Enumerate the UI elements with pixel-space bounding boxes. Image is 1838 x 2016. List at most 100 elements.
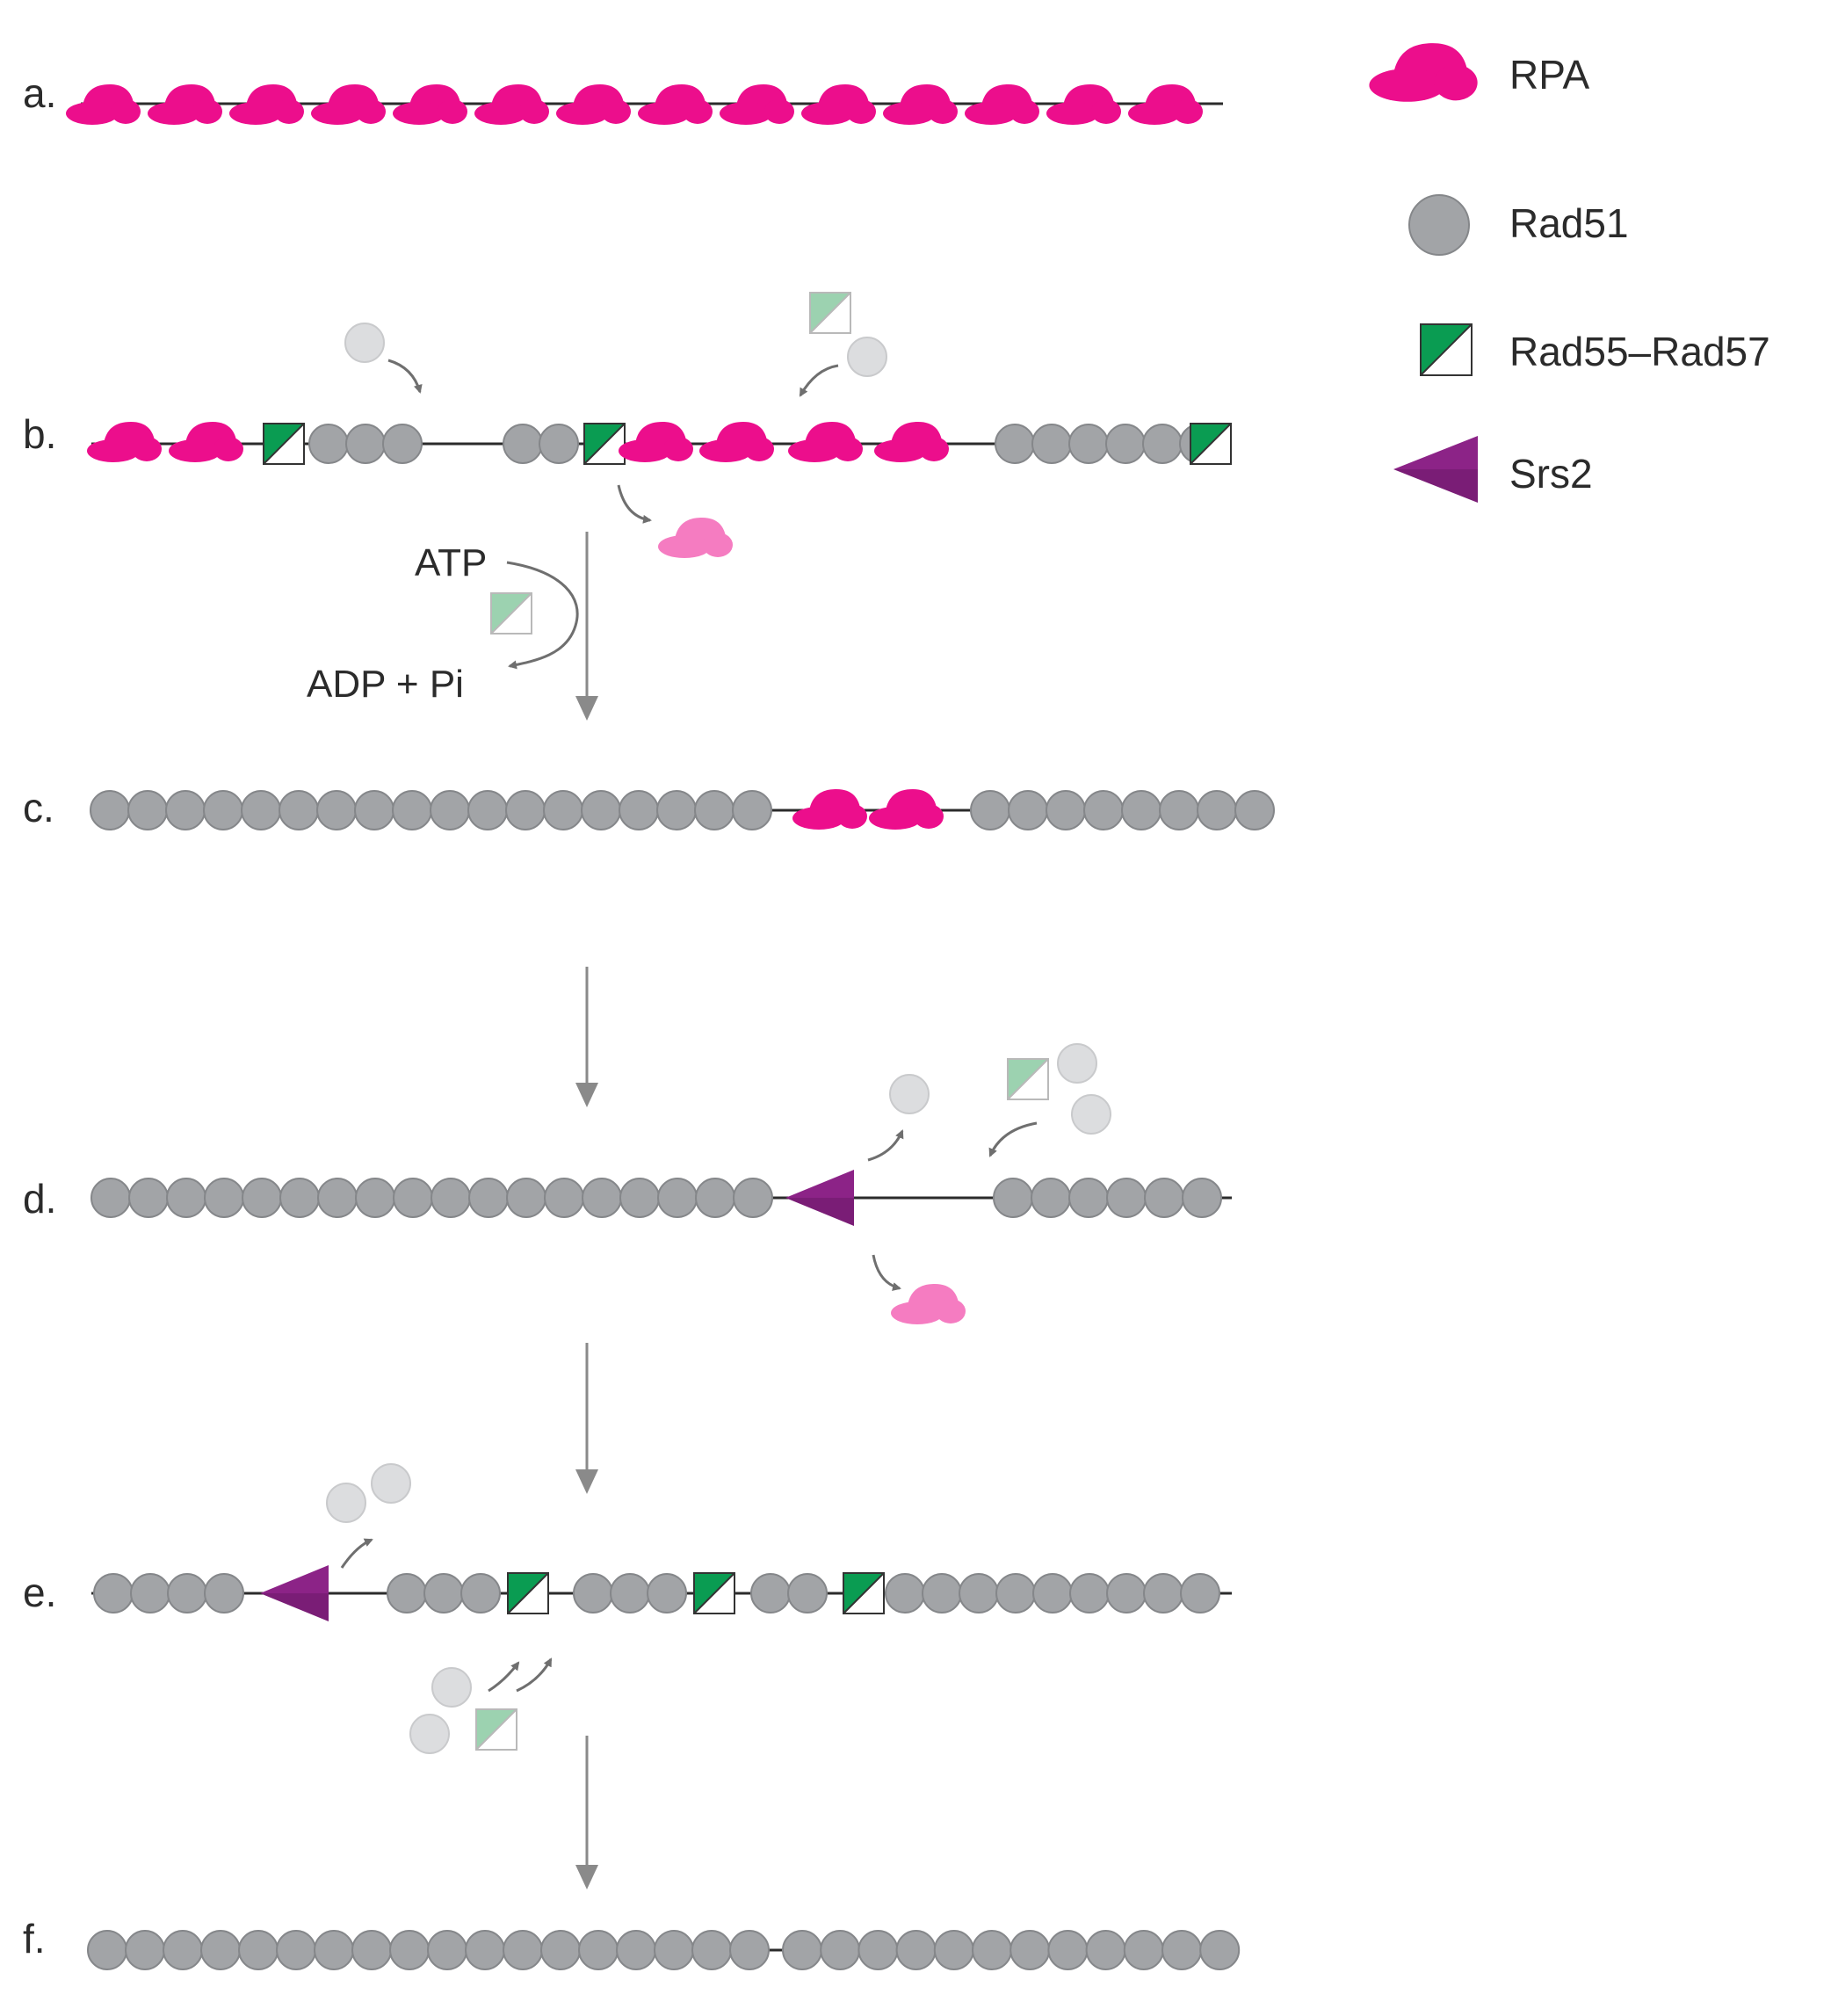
rad51-protein <box>1105 424 1146 464</box>
rpa-protein <box>788 422 863 462</box>
rpa-lobe <box>663 437 693 461</box>
free-rad51-protein <box>1057 1043 1097 1084</box>
rad51-protein <box>200 1930 241 1970</box>
rpa-lobe <box>148 102 200 125</box>
rad55-rad57-complex <box>843 1572 885 1614</box>
rad51-protein <box>1143 1573 1183 1614</box>
rad55-rad57-diagonal <box>1420 323 1473 376</box>
rad55-rad57-diagonal <box>693 1572 735 1614</box>
rad51-protein <box>732 790 772 830</box>
rad51-protein <box>167 1573 207 1614</box>
rpa-protein <box>792 789 867 830</box>
rpa-protein <box>965 84 1039 125</box>
rad51-protein <box>204 1573 244 1614</box>
rad51-protein <box>465 1930 505 1970</box>
rad51-protein <box>130 1573 170 1614</box>
rad51-protein <box>276 1930 316 1970</box>
srs2-lower-half <box>785 1198 854 1226</box>
rad55-rad57-diagonal <box>1007 1058 1049 1100</box>
rpa-protein <box>1128 84 1203 125</box>
rpa-protein <box>699 422 774 462</box>
rad51-protein <box>1199 1930 1241 1970</box>
rad51-protein <box>1069 1573 1110 1614</box>
rad51-protein <box>1085 1930 1126 1970</box>
free-rad51-protein <box>344 323 385 363</box>
rpa-lobe <box>1434 64 1478 101</box>
free-rad55-rad57-complex <box>475 1708 517 1751</box>
free-rad55-rad57-complex <box>809 292 851 334</box>
rad51-protein <box>505 790 546 830</box>
curved-arrow <box>988 1121 1038 1157</box>
rad51-protein <box>203 790 243 830</box>
rad51-protein <box>619 790 659 830</box>
curved-arrow <box>488 1661 520 1693</box>
rpa-protein <box>883 84 958 125</box>
rpa-lobe <box>1369 69 1446 102</box>
rad51-protein <box>354 790 394 830</box>
rad51-protein <box>1106 1178 1147 1218</box>
rad51-protein <box>1106 1573 1147 1614</box>
row-label-d: d. <box>23 1176 56 1222</box>
rpa-lobe <box>438 99 467 124</box>
rad51-protein <box>387 1573 427 1614</box>
rad51-protein <box>959 1573 999 1614</box>
free-rad51-protein <box>371 1463 411 1504</box>
rpa-protein <box>148 84 222 125</box>
rpa-protein <box>619 422 693 462</box>
rad55-rad57-complex <box>1190 423 1232 465</box>
rad51-protein <box>166 1178 206 1218</box>
rpa-lobe <box>556 102 609 125</box>
rad55-rad57-complex <box>693 1572 735 1614</box>
rad55-rad57-outline <box>809 292 851 334</box>
rad51-protein <box>782 1930 822 1970</box>
srs2-lower-half <box>1393 469 1478 503</box>
rad51-protein <box>431 1178 471 1218</box>
rad51-protein <box>1408 194 1470 256</box>
rad51-protein <box>922 1573 962 1614</box>
rad55-rad57-complex <box>583 423 626 465</box>
rad51-protein <box>1234 790 1275 830</box>
rad51-protein <box>460 1573 501 1614</box>
rad55-rad57-diagonal <box>809 292 851 334</box>
legend-label-rad51: Rad51 <box>1509 200 1629 246</box>
rpa-lobe <box>744 437 774 461</box>
rad51-protein <box>539 424 579 464</box>
rpa-lobe <box>801 102 854 125</box>
rad51-protein <box>573 1573 613 1614</box>
rpa-lobe <box>356 99 386 124</box>
rad51-protein <box>90 1178 131 1218</box>
rad55-rad57-diagonal <box>1190 423 1232 465</box>
rad51-protein <box>1068 424 1109 464</box>
curved-arrow <box>799 364 839 397</box>
rad51-protein <box>345 424 386 464</box>
rad51-protein <box>1032 1573 1073 1614</box>
rpa-lobe <box>699 439 752 462</box>
rpa-protein <box>801 84 876 125</box>
free-rad51-protein <box>847 337 887 377</box>
rad51-protein <box>165 790 206 830</box>
rad51-protein <box>540 1930 581 1970</box>
rad51-protein <box>279 1178 320 1218</box>
rad51-protein <box>204 1178 244 1218</box>
rpa-lobe <box>703 533 733 557</box>
srs2-helicase <box>260 1565 329 1621</box>
rpa-protein <box>720 84 794 125</box>
rpa-lobe <box>720 102 772 125</box>
rad51-protein <box>1047 1930 1089 1970</box>
rad51-protein <box>163 1930 203 1970</box>
rpa-lobe <box>869 807 922 830</box>
rad51-protein <box>820 1930 861 1970</box>
atp-label: ATP <box>415 541 487 584</box>
free-rad51-protein <box>889 1074 930 1114</box>
rpa-lobe <box>619 439 671 462</box>
rpa-lobe <box>936 1299 966 1323</box>
rad51-protein <box>423 1573 464 1614</box>
rpa-lobe <box>1173 99 1203 124</box>
rad51-protein <box>1180 1573 1220 1614</box>
rpa-lobe <box>658 535 711 558</box>
rad55-rad57-outline <box>1420 323 1473 376</box>
srs2-upper-half <box>785 1170 854 1198</box>
rad51-protein <box>993 1178 1033 1218</box>
rad51-protein <box>279 790 319 830</box>
